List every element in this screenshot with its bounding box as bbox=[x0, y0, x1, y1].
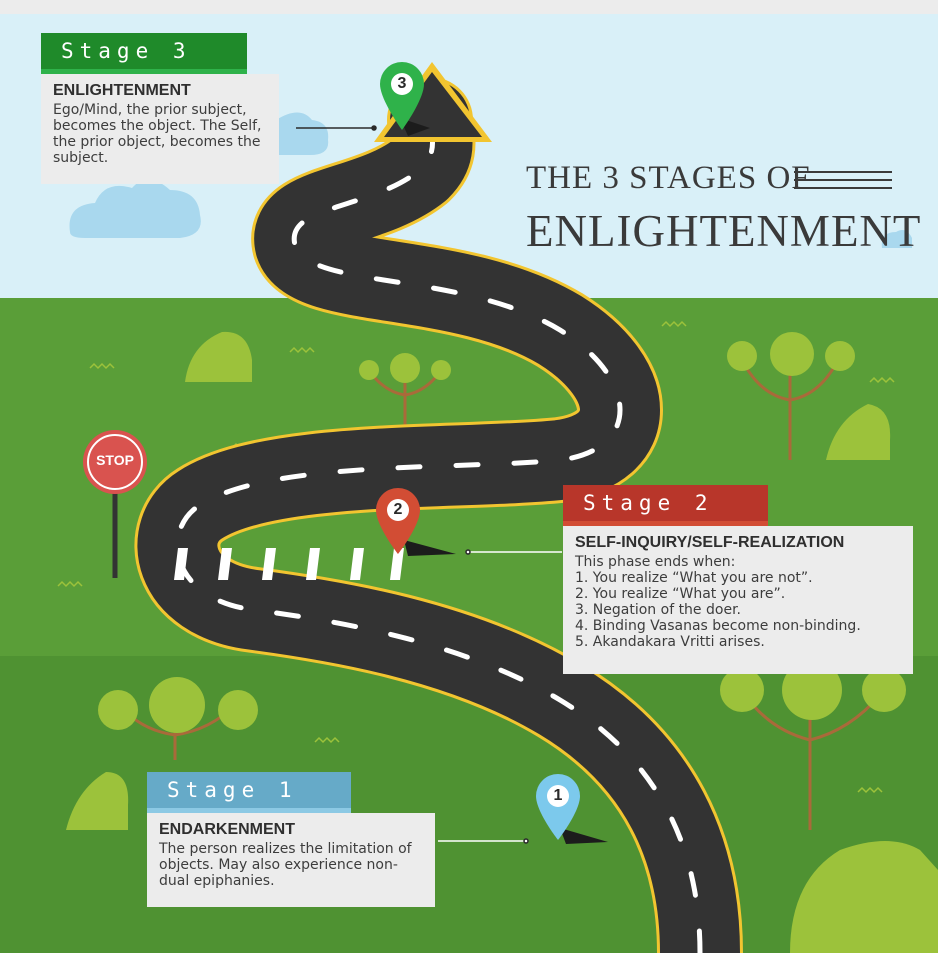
stage-1-heading: ENDARKENMENT bbox=[159, 821, 295, 838]
stage-1-card: ENDARKENMENT The person realizes the lim… bbox=[147, 813, 435, 907]
stop-sign-label: STOP bbox=[96, 452, 134, 468]
list-item: 2. You realize “What you are”. bbox=[575, 586, 786, 602]
stage-2-intro: This phase ends when: bbox=[575, 554, 736, 570]
connector-lines bbox=[296, 125, 562, 844]
list-item: 4. Binding Vasanas become non-binding. bbox=[575, 618, 861, 634]
pin-number-2: 2 bbox=[393, 501, 403, 518]
location-pin-icon bbox=[380, 62, 430, 136]
stage-1-text: The person realizes the limitation of ob… bbox=[159, 841, 412, 889]
tree-icon bbox=[359, 353, 451, 440]
stage-3-heading: ENLIGHTENMENT bbox=[53, 82, 191, 99]
tree-icon bbox=[98, 677, 258, 760]
road-edge bbox=[426, 555, 480, 602]
stop-sign-icon bbox=[83, 430, 147, 578]
tree-icon bbox=[727, 332, 855, 460]
stage-3-text: Ego/Mind, the prior subject, becomes the… bbox=[53, 102, 262, 166]
cloud-icon bbox=[69, 179, 201, 238]
stage-3-card: ENLIGHTENMENT Ego/Mind, the prior subjec… bbox=[41, 74, 279, 184]
pin-number-1: 1 bbox=[553, 787, 563, 804]
pin-number-3: 3 bbox=[397, 75, 407, 92]
stage-1-tab: Stage 1 bbox=[147, 772, 351, 813]
stage-2-list: 1. You realize “What you are not”. 2. Yo… bbox=[575, 570, 903, 650]
title-decoration-lines bbox=[794, 171, 892, 195]
road bbox=[134, 77, 743, 953]
bush-icon bbox=[826, 404, 891, 460]
list-item: 5. Akandakara Vritti arises. bbox=[575, 634, 765, 650]
crosswalk bbox=[174, 548, 404, 580]
location-pin-icon bbox=[376, 488, 456, 556]
cloud-icon bbox=[276, 112, 329, 155]
list-item: 1. You realize “What you are not”. bbox=[575, 570, 813, 586]
stage-3-tab: Stage 3 bbox=[41, 33, 247, 74]
stage-2-tab: Stage 2 bbox=[563, 485, 768, 526]
tree-icon bbox=[720, 660, 906, 830]
location-pin-icon bbox=[536, 774, 608, 844]
stage-2-card: SELF-INQUIRY/SELF-REALIZATION This phase… bbox=[563, 526, 913, 674]
main-title-line1: THE 3 STAGES OF bbox=[526, 160, 811, 196]
stage-2-heading: SELF-INQUIRY/SELF-REALIZATION bbox=[575, 534, 845, 551]
bush-icon bbox=[66, 772, 129, 830]
main-title-line2: ENLIGHTENMENT bbox=[526, 206, 922, 256]
bush-icon bbox=[790, 841, 938, 953]
list-item: 3. Negation of the doer. bbox=[575, 602, 741, 618]
bush-icon bbox=[185, 331, 252, 382]
cloud-icon bbox=[881, 230, 912, 248]
